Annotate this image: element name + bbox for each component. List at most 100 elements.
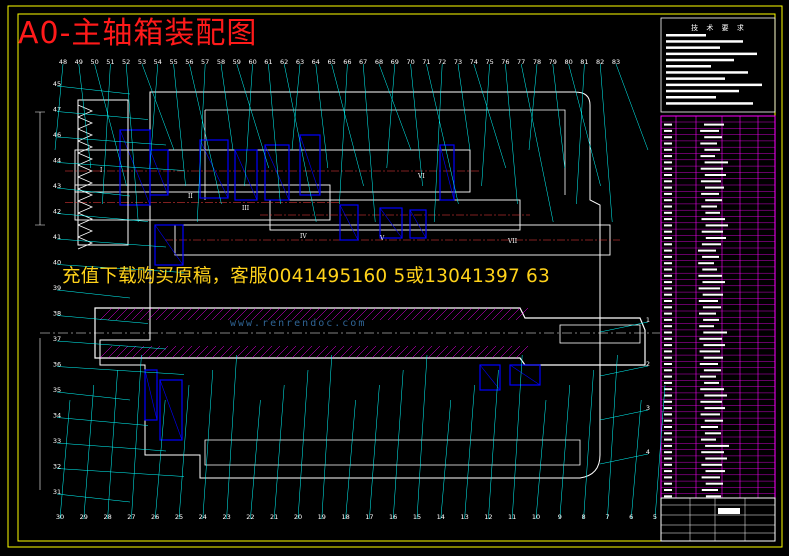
leader-line bbox=[378, 63, 412, 151]
leader-line bbox=[226, 354, 237, 520]
gear-diagonal bbox=[159, 379, 183, 441]
bom-cell-num bbox=[664, 451, 672, 454]
hatch-line bbox=[107, 345, 121, 359]
callout-top: 55 bbox=[169, 58, 177, 66]
callout-bottom: 25 bbox=[175, 513, 183, 521]
gear-diagonal bbox=[199, 139, 229, 199]
gear-diagonal bbox=[479, 364, 501, 391]
bom-cell-text bbox=[700, 129, 719, 132]
bom-cell-num bbox=[664, 476, 672, 479]
gear-diagonal bbox=[439, 144, 455, 201]
bom-cell-num bbox=[664, 186, 672, 189]
bom-cell-text bbox=[700, 388, 724, 391]
bom-cell-text bbox=[698, 274, 722, 277]
leader-line bbox=[141, 63, 175, 151]
hatch-line bbox=[283, 307, 297, 321]
leader-line bbox=[535, 399, 547, 520]
hatch-line bbox=[283, 345, 297, 359]
bom-cell-text bbox=[705, 444, 729, 447]
bom-table bbox=[660, 115, 776, 499]
note-line bbox=[666, 52, 757, 56]
gear-part bbox=[234, 149, 258, 201]
leader-line bbox=[369, 384, 380, 520]
callout-top: 72 bbox=[438, 58, 446, 66]
leader-line bbox=[56, 264, 185, 273]
bom-cell-num bbox=[664, 211, 672, 214]
hatch-line bbox=[259, 307, 273, 321]
bom-cell-num bbox=[664, 123, 672, 126]
shaft-label: II bbox=[188, 193, 193, 200]
leader-line bbox=[56, 340, 167, 350]
hatch-line bbox=[355, 307, 369, 321]
hatch-line bbox=[467, 345, 481, 359]
hatch-line bbox=[507, 345, 521, 359]
bom-cell-num bbox=[664, 129, 672, 132]
hatch-line bbox=[227, 345, 241, 359]
callout-top: 59 bbox=[233, 58, 241, 66]
callout-top: 82 bbox=[596, 58, 604, 66]
bom-cell-text bbox=[703, 318, 719, 321]
hatch-line bbox=[387, 345, 401, 359]
bom-cell-text bbox=[703, 331, 727, 334]
bom-cell-num bbox=[664, 274, 672, 277]
pulley-groove bbox=[77, 176, 94, 190]
leader-line bbox=[345, 399, 356, 520]
callout-top: 66 bbox=[343, 58, 351, 66]
hatch-line bbox=[411, 345, 425, 359]
bom-cell-text bbox=[705, 211, 720, 214]
gear-diagonal bbox=[144, 369, 158, 421]
notes-heading: 技 术 要 求 bbox=[691, 24, 747, 32]
callout-bottom: 23 bbox=[222, 513, 230, 521]
hatch-line bbox=[491, 307, 505, 321]
leader-line bbox=[56, 213, 149, 222]
hatch-line bbox=[195, 345, 209, 359]
hatch-line bbox=[163, 345, 177, 359]
housing-base bbox=[204, 439, 581, 466]
bom-cell-text bbox=[701, 218, 725, 221]
gear-diagonal bbox=[299, 134, 321, 196]
bom-cell-num bbox=[664, 300, 672, 302]
bom-cell-num bbox=[664, 457, 672, 460]
hatch-line bbox=[195, 307, 209, 321]
callout-bottom: 7 bbox=[605, 513, 609, 521]
callout-top: 56 bbox=[185, 58, 193, 66]
bom-cell-text bbox=[700, 142, 717, 145]
leader-line bbox=[481, 63, 490, 187]
callout-bottom: 28 bbox=[103, 513, 111, 521]
callout-top: 54 bbox=[154, 58, 162, 66]
bom-cell-num bbox=[664, 243, 672, 246]
bom-cell-num bbox=[664, 463, 672, 466]
hatch-line bbox=[275, 345, 289, 359]
bom-cell-num bbox=[664, 262, 672, 265]
hatch-line bbox=[267, 345, 281, 359]
hatch-line bbox=[243, 307, 257, 321]
hatch-line bbox=[147, 307, 161, 321]
pulley-groove bbox=[77, 212, 94, 226]
pulley-groove bbox=[77, 140, 94, 154]
shaft-label: V bbox=[379, 235, 385, 242]
callout-bottom: 24 bbox=[199, 513, 207, 521]
housing-outline bbox=[99, 91, 601, 479]
bom-cell-text bbox=[699, 312, 716, 315]
bom-cell-num bbox=[664, 444, 672, 447]
bom-cell-num bbox=[664, 400, 672, 403]
leader-line bbox=[125, 63, 139, 223]
leader-line bbox=[440, 399, 452, 520]
note-line bbox=[666, 89, 739, 93]
callout-bottom: 30 bbox=[56, 513, 64, 521]
hatch-line bbox=[371, 345, 385, 359]
callout-bottom: 8 bbox=[582, 513, 586, 521]
leader-line bbox=[321, 354, 333, 520]
leader-line bbox=[56, 238, 167, 248]
leader-line bbox=[576, 63, 585, 205]
hatch-line bbox=[379, 345, 393, 359]
leader-line bbox=[433, 63, 443, 223]
hatch-line bbox=[267, 307, 281, 321]
hatch-line bbox=[155, 345, 169, 359]
title-block-name bbox=[718, 508, 740, 514]
shaft-label: III bbox=[242, 205, 250, 212]
bom-cell-text bbox=[701, 489, 718, 491]
bom-cell-num bbox=[664, 381, 672, 384]
bom-cell-num bbox=[664, 142, 672, 145]
